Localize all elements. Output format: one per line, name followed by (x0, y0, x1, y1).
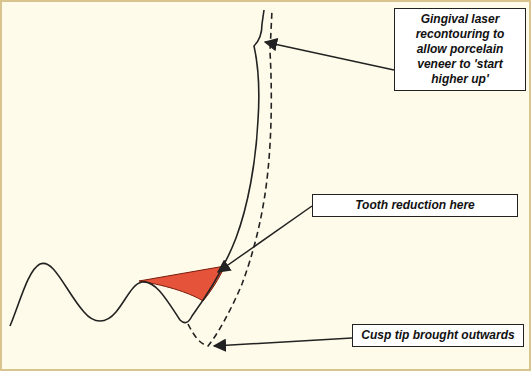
callout-box: Gingival laser recontouring to allow por… (394, 8, 526, 91)
callout-box: Tooth reduction here (312, 194, 518, 217)
callout-text: Gingival laser recontouring to allow por… (400, 12, 520, 87)
leader-line (214, 338, 352, 346)
leader-line (218, 206, 312, 272)
reduction-area (139, 266, 225, 301)
callout-box: Cusp tip brought outwards (352, 324, 524, 347)
veneer-outline (188, 10, 272, 346)
callout-text: Tooth reduction here (318, 198, 512, 213)
callout-text: Cusp tip brought outwards (358, 328, 518, 343)
leader-line (265, 42, 394, 70)
tooth-outline (10, 10, 264, 326)
